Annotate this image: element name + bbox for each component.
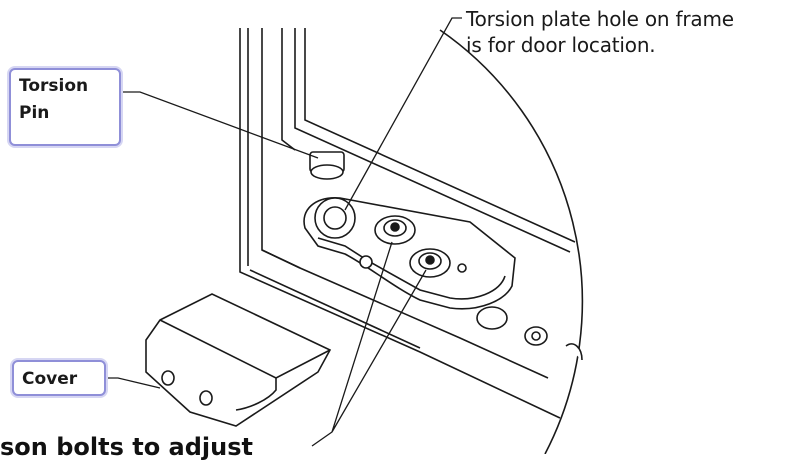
detail-circle-boundary	[439, 29, 584, 454]
torsion-pin-label: Torsion Pin	[19, 76, 89, 123]
cover-part	[145, 293, 332, 427]
adjustment-bolt	[409, 248, 451, 278]
frame-holes	[476, 306, 583, 361]
cover-leader	[106, 377, 161, 389]
cover-callout: Cover	[12, 360, 106, 396]
leader-lines	[106, 17, 462, 447]
torsion-plate-note: Torsion plate hole on frame is for door …	[466, 6, 785, 58]
torsion-plate	[303, 197, 516, 310]
bolt-adjust-caption: son bolts to adjust	[0, 433, 253, 461]
torsion-pin-leader	[121, 91, 319, 159]
torsion-plate-note-line1: Torsion plate hole on frame	[466, 7, 734, 31]
torsion-pin	[309, 151, 345, 180]
cover-label: Cover	[22, 369, 78, 389]
adjustment-bolt	[374, 215, 416, 245]
bolts-leader	[311, 241, 427, 447]
torsion-plate-note-line2: is for door location.	[466, 33, 656, 57]
frame-outline	[239, 28, 576, 419]
torsion-plate-note-leader	[344, 17, 462, 211]
torsion-pin-callout: Torsion Pin	[9, 68, 121, 146]
